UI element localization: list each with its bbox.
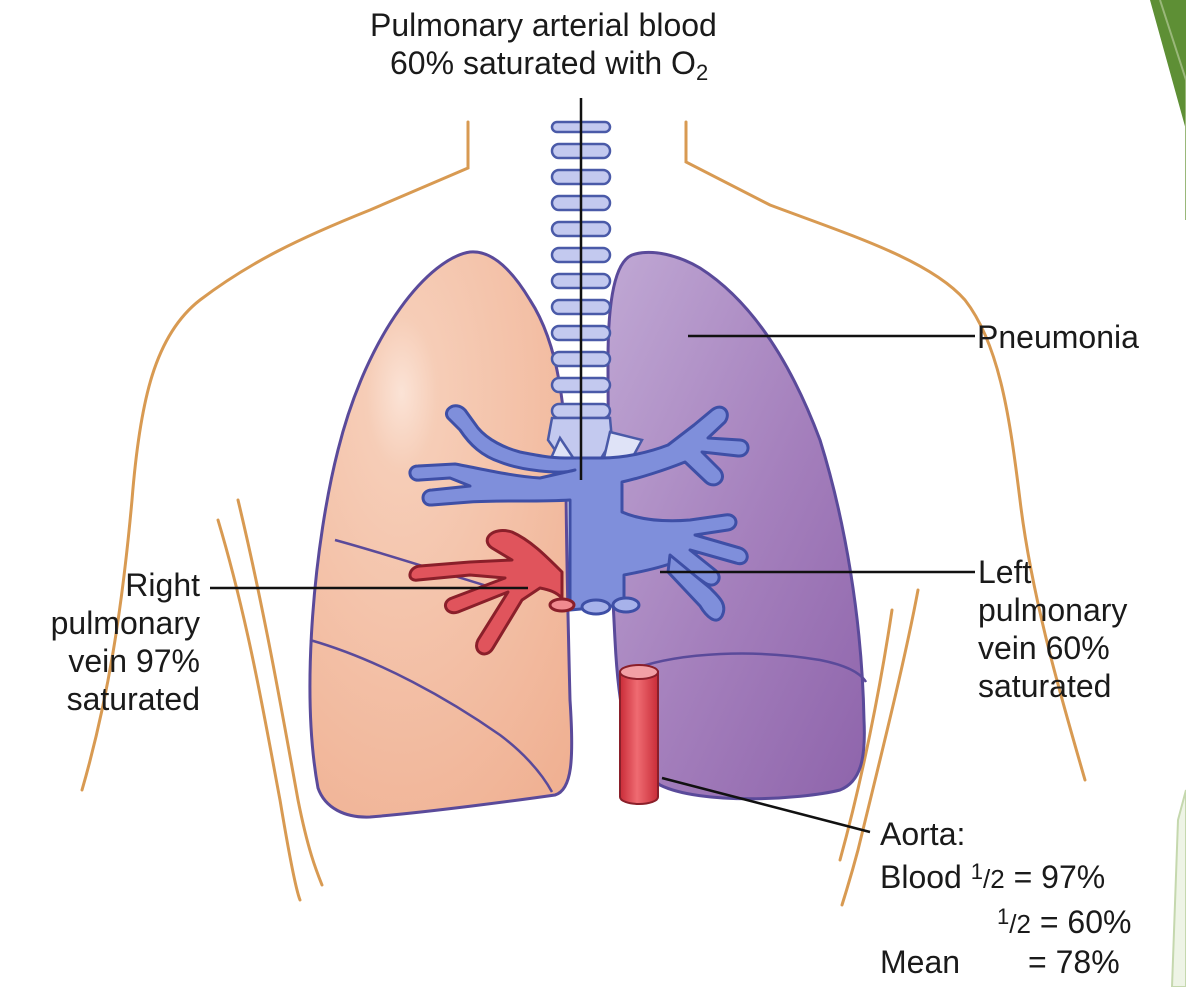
blood-word: Blood xyxy=(880,859,962,895)
fraction2-numerator: 1 xyxy=(997,904,1009,929)
left-vein-line4: saturated xyxy=(978,667,1127,705)
fraction1-denominator: 2 xyxy=(990,864,1004,894)
left-vein-line3: vein 60% xyxy=(978,629,1127,667)
left-vein-line1: Left xyxy=(978,553,1127,591)
fraction1-value: = 97% xyxy=(1005,859,1106,895)
pulmonary-arterial-line2: 60% saturated with O2 xyxy=(370,44,717,82)
left-pulmonary-vein-label: Left pulmonary vein 60% saturated xyxy=(978,553,1127,705)
right-vein-line2: pulmonary xyxy=(20,604,200,642)
right-vein-line1: Right xyxy=(20,566,200,604)
right-vein-line3: vein 97% xyxy=(20,642,200,680)
aorta-label: Aorta: Blood 1/2 = 97% 1/2 = 60% Mean = 7… xyxy=(880,815,1131,981)
right-pulmonary-vein-label: Right pulmonary vein 97% saturated xyxy=(20,566,200,718)
aorta-mean-row: Mean = 78% xyxy=(880,943,1131,981)
mean-value: = 78% xyxy=(1028,944,1120,980)
fraction2-denominator: 2 xyxy=(1016,909,1030,939)
aorta-row1: Blood 1/2 = 97% xyxy=(880,853,1131,898)
oxygen-subscript: 2 xyxy=(696,60,708,85)
saturation-text: 60% saturated with O xyxy=(390,45,696,81)
pneumonia-label: Pneumonia xyxy=(977,318,1139,356)
mean-word: Mean xyxy=(880,944,960,980)
aorta-row2: 1/2 = 60% xyxy=(880,898,1131,943)
right-vein-line4: saturated xyxy=(20,680,200,718)
right-lung xyxy=(310,252,572,817)
fraction2-value: = 60% xyxy=(1031,904,1132,940)
pulmonary-arterial-line1: Pulmonary arterial blood xyxy=(370,6,717,44)
slide-accent-decoration xyxy=(1150,0,1186,987)
pulmonary-arterial-blood-label: Pulmonary arterial blood 60% saturated w… xyxy=(370,6,717,82)
left-vein-line2: pulmonary xyxy=(978,591,1127,629)
aorta-cylinder xyxy=(620,665,658,804)
fraction1-numerator: 1 xyxy=(971,859,983,884)
aorta-title: Aorta: xyxy=(880,815,1131,853)
